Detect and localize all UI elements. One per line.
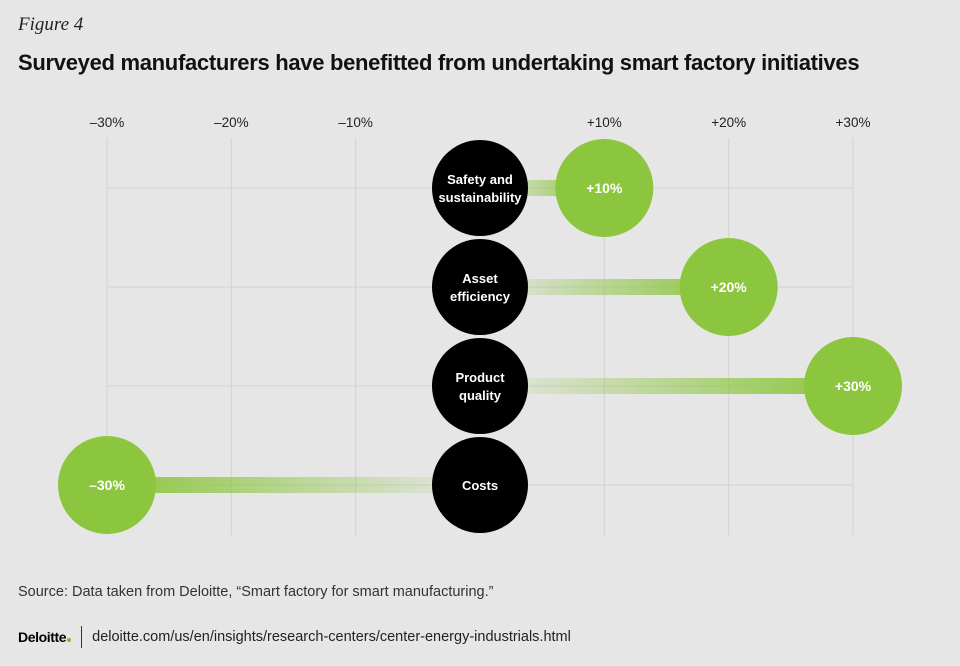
x-tick-label: +10%	[587, 115, 622, 130]
x-tick-label: +30%	[836, 115, 871, 130]
category-label: Safety and	[447, 172, 513, 187]
value-bubble	[555, 139, 654, 237]
category-label: sustainability	[438, 190, 522, 205]
x-tick-label: –30%	[90, 115, 125, 130]
smart-factory-chart: –30% –20% –10% +10% +20% +30% Safety and susta…	[58, 115, 902, 535]
value-bubbles: +10% +20% +30% –30%	[58, 139, 902, 534]
data-label: +30%	[835, 378, 872, 394]
bars	[107, 180, 853, 493]
bar	[107, 477, 480, 493]
deloitte-logo: Deloitte	[18, 629, 72, 645]
category-node	[432, 437, 528, 533]
x-tick-label: +20%	[711, 115, 746, 130]
value-bubble	[804, 337, 902, 435]
value-bubble	[58, 436, 156, 534]
category-node	[432, 338, 528, 434]
data-label: +10%	[586, 180, 623, 196]
source-note: Source: Data taken from Deloitte, “Smart…	[18, 584, 494, 600]
footer-divider	[81, 626, 83, 648]
x-axis-ticks: –30% –20% –10% +10% +20% +30%	[90, 115, 871, 130]
footer: Deloitte deloitte.com/us/en/insights/res…	[18, 626, 571, 648]
chart-title: Surveyed manufacturers have benefitted f…	[18, 50, 860, 75]
category-node	[432, 140, 528, 236]
category-label: Product	[455, 370, 505, 385]
value-bubble	[679, 238, 778, 336]
category-label: Asset	[462, 271, 498, 286]
x-tick-label: –10%	[338, 115, 373, 130]
bar	[480, 279, 729, 295]
category-node	[432, 239, 528, 335]
category-label: quality	[459, 388, 502, 403]
footer-url: deloitte.com/us/en/insights/research-cen…	[92, 629, 571, 645]
bar	[480, 378, 853, 394]
data-label: –30%	[89, 477, 125, 493]
category-label: efficiency	[450, 289, 511, 304]
figure-label: Figure 4	[18, 14, 84, 35]
data-label: +20%	[711, 279, 748, 295]
category-label: Costs	[462, 478, 498, 493]
x-tick-label: –20%	[214, 115, 249, 130]
